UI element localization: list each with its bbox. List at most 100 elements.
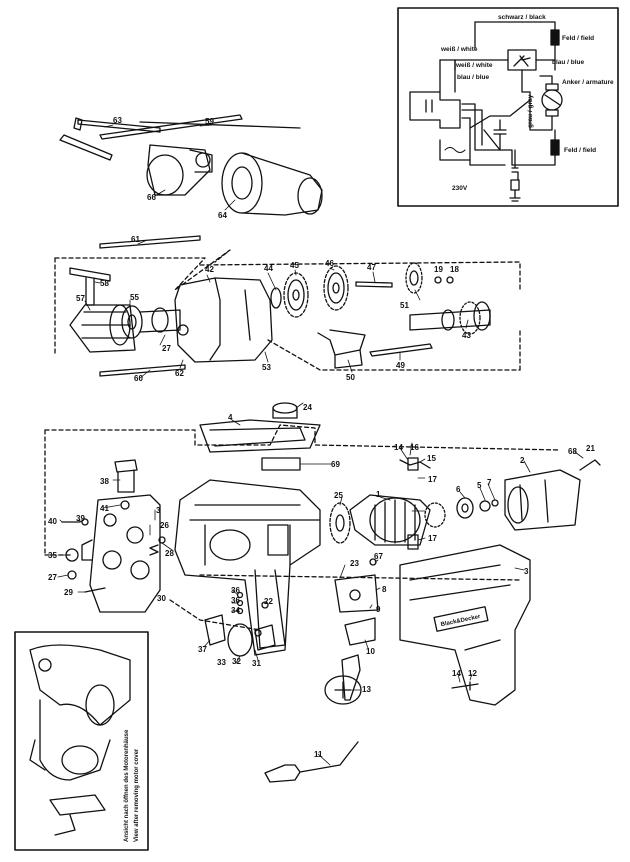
part-17a: 17 (428, 475, 437, 484)
pin-67 (369, 558, 377, 566)
part-31: 31 (252, 659, 261, 668)
part-39: 39 (76, 514, 85, 523)
housing-half-left (174, 479, 321, 656)
part-22: 22 (264, 597, 273, 606)
wiring-diagram (397, 7, 619, 207)
part-47: 47 (367, 263, 376, 272)
inset-caption-de: Ansicht nach öffnen des Motorenhäuse (124, 729, 130, 842)
label-field-bottom: Feld / field (564, 147, 596, 154)
speed-knob (272, 402, 298, 419)
part-67: 67 (374, 552, 383, 561)
field-coil-top (550, 29, 560, 46)
part-59: 59 (205, 117, 214, 126)
part-44: 44 (264, 264, 273, 273)
leader-lines (57, 124, 584, 766)
part-21: 21 (586, 444, 595, 453)
ring-18 (446, 276, 454, 284)
gear-case-cover (81, 494, 161, 613)
part-60: 60 (134, 374, 143, 383)
screws-14-12 (451, 681, 479, 691)
brush-holder-b (407, 534, 419, 550)
gear-assembly-frame (54, 249, 521, 371)
part-63: 63 (113, 116, 122, 125)
part-5: 5 (477, 481, 482, 490)
part-17b: 17 (428, 534, 437, 543)
cable-bushing-10 (344, 617, 376, 646)
ring-41 (120, 500, 130, 510)
part-16: 16 (410, 443, 419, 452)
brand-badge (433, 606, 489, 632)
label-plate-69 (261, 457, 301, 471)
part-55: 55 (130, 293, 139, 302)
part-12: 12 (468, 669, 477, 678)
part-27b: 27 (48, 573, 57, 582)
tie-rod-60 (99, 364, 186, 377)
depth-stop-rod (73, 117, 301, 133)
switch-cover (199, 419, 321, 453)
part-35: 35 (48, 551, 57, 560)
part-14a: 14 (394, 443, 403, 452)
part-46: 46 (325, 259, 334, 268)
part-49: 49 (396, 361, 405, 370)
part-26: 26 (160, 521, 169, 530)
bracket-50 (317, 329, 366, 369)
part-51: 51 (400, 301, 409, 310)
part-53: 53 (262, 363, 271, 372)
label-blue-wire-2: blau / blue (457, 74, 490, 81)
washer-7 (491, 499, 499, 507)
part-34a: 36 (231, 596, 240, 605)
power-cord-11 (264, 741, 359, 783)
part-19: 19 (434, 265, 443, 274)
part-42: 42 (205, 265, 214, 274)
part-1: 1 (376, 490, 381, 499)
part-32: 32 (232, 657, 241, 666)
part-25: 25 (334, 491, 343, 500)
label-armature: Anker / armature (562, 79, 614, 86)
part-41: 41 (100, 504, 109, 513)
part-28: 28 (165, 549, 174, 558)
fan-25 (329, 502, 351, 544)
chuck-collar (121, 305, 143, 339)
spindle (139, 307, 181, 333)
part-64: 64 (218, 211, 227, 220)
label-white-wire-2: weiß / white (455, 62, 493, 69)
part-2: 2 (520, 456, 525, 465)
part-9: 9 (376, 605, 381, 614)
handle-13 (324, 654, 362, 705)
tie-rod-top (99, 235, 201, 249)
part-45: 45 (290, 261, 299, 270)
part-23: 23 (350, 559, 359, 568)
label-gray-wire: grau / gray (527, 94, 534, 128)
internal-view-inset (14, 631, 149, 851)
label-blue-wire-1: blau / blue (552, 59, 585, 66)
gear-washer (270, 287, 282, 309)
part-40: 40 (48, 517, 57, 526)
side-handle-grip (221, 152, 323, 216)
intermediate-shaft (409, 301, 491, 335)
part-10: 10 (366, 647, 375, 656)
part-6: 6 (456, 485, 461, 494)
part-34: 34 (231, 606, 240, 615)
part-18: 18 (450, 265, 459, 274)
part-38: 38 (100, 477, 109, 486)
side-handle-clamp (146, 144, 213, 196)
field-coil-bottom (550, 139, 560, 156)
pin-29 (84, 587, 106, 593)
spring-28 (149, 536, 166, 556)
washer-27b (67, 570, 77, 580)
part-13: 13 (362, 685, 371, 694)
part-50: 50 (346, 373, 355, 382)
part-30: 30 (157, 594, 166, 603)
label-voltage: 230V (452, 185, 468, 192)
side-handle-rod (59, 114, 243, 161)
bearing-6 (456, 497, 474, 519)
part-24: 24 (303, 403, 312, 412)
part-14b: 14 (452, 669, 461, 678)
part-69: 69 (331, 460, 340, 469)
lead-wire-21 (579, 459, 601, 471)
part-4: 4 (228, 413, 233, 422)
part-3a: 3 (156, 506, 161, 515)
part-33: 33 (217, 658, 226, 667)
part-numbers: 63 59 66 64 61 58 57 55 42 27 44 45 46 4… (48, 116, 595, 759)
